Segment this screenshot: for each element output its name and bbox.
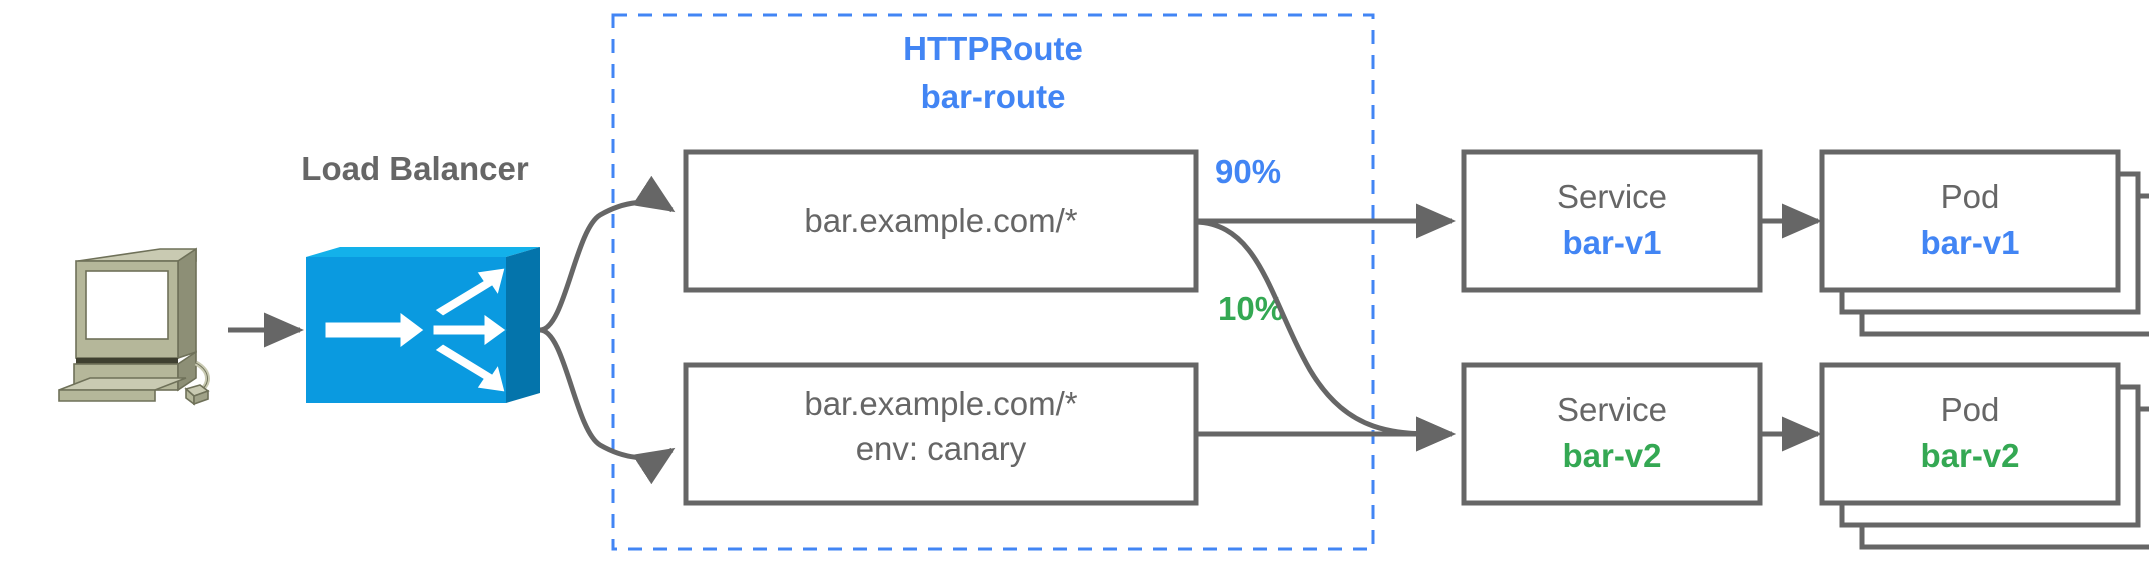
load-balancer-label: Load Balancer xyxy=(301,150,529,187)
pod-v2-kind-label: Pod xyxy=(1941,391,2000,428)
route-canary-match: env: canary xyxy=(856,430,1027,467)
edge-lb-to-route-canary xyxy=(539,327,676,485)
route-box-canary[interactable] xyxy=(683,362,1199,506)
pod-v1-name-label: bar-v1 xyxy=(1920,224,2019,261)
pod-box-bar-v1[interactable] xyxy=(1819,149,2121,293)
route-box-primary[interactable] xyxy=(683,149,1199,293)
service-v2-kind-label: Service xyxy=(1557,391,1667,428)
pod-v1-kind-label: Pod xyxy=(1941,178,2000,215)
pod-box-bar-v2[interactable] xyxy=(1819,362,2121,506)
edge-lb-to-route-primary xyxy=(539,175,676,333)
pod-stack-bar-v1[interactable]: Pod bar-v1 xyxy=(1819,149,2149,337)
httproute-kind-label: HTTPRoute xyxy=(903,30,1083,67)
service-v1-name-label: bar-v1 xyxy=(1562,224,1661,261)
service-box-bar-v2[interactable] xyxy=(1461,362,1763,506)
httproute-name-label: bar-route xyxy=(921,78,1066,115)
route-primary-hostname: bar.example.com/* xyxy=(804,202,1077,239)
router-switch-icon xyxy=(306,247,540,403)
desktop-computer-icon xyxy=(58,247,210,406)
route-canary-hostname: bar.example.com/* xyxy=(804,385,1077,422)
edge-route-primary-to-service-v2 xyxy=(1195,219,1457,452)
weight-label-90: 90% xyxy=(1215,153,1281,190)
pod-v2-name-label: bar-v2 xyxy=(1920,437,2019,474)
service-box-bar-v1[interactable] xyxy=(1461,149,1763,293)
service-v2-name-label: bar-v2 xyxy=(1562,437,1661,474)
pod-stack-bar-v2[interactable]: Pod bar-v2 xyxy=(1819,362,2149,550)
httproute-group-border xyxy=(611,13,1375,551)
service-v1-kind-label: Service xyxy=(1557,178,1667,215)
